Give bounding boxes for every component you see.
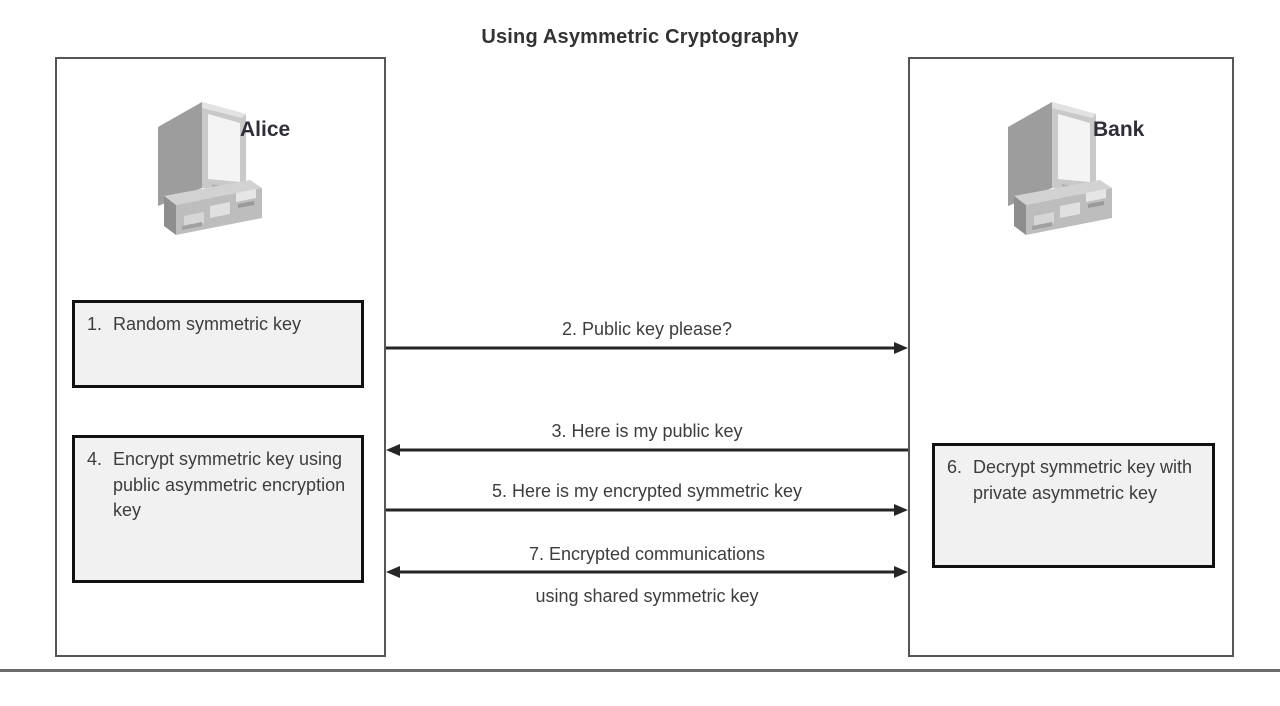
step-box-4: 4. Encrypt symmetric key using public as…	[72, 435, 364, 583]
message-label: 3. Here is my public key	[551, 421, 743, 441]
desktop-computer-icon	[150, 92, 270, 242]
message-label: 2. Public key please?	[561, 319, 733, 339]
step-text: Encrypt symmetric key using public asymm…	[113, 449, 346, 521]
step-number: 4.	[87, 449, 103, 469]
arrow-line-right	[386, 341, 908, 361]
step-box-6: 6. Decrypt symmetric key with private as…	[932, 443, 1215, 568]
arrow-line-right	[386, 503, 908, 523]
message-label: 5. Here is my encrypted symmetric key	[491, 481, 803, 501]
party-label-alice: Alice	[240, 118, 291, 141]
message-label-line2: using shared symmetric key	[535, 586, 759, 606]
step-text: Random symmetric key	[113, 314, 302, 334]
step-number: 1.	[87, 314, 103, 334]
arrow-line-bidirectional	[386, 565, 908, 585]
diagram-title: Using Asymmetric Cryptography	[481, 26, 799, 48]
message-label: 7. Encrypted communications	[528, 544, 766, 564]
bottom-divider	[0, 669, 1280, 672]
desktop-computer-icon	[1000, 92, 1120, 242]
arrow-line-left	[386, 443, 908, 463]
party-label-bank: Bank	[1093, 118, 1145, 141]
step-number: 6.	[947, 457, 963, 477]
step-text: Decrypt symmetric key with private asymm…	[973, 457, 1193, 503]
step-box-1: 1. Random symmetric key	[72, 300, 364, 388]
